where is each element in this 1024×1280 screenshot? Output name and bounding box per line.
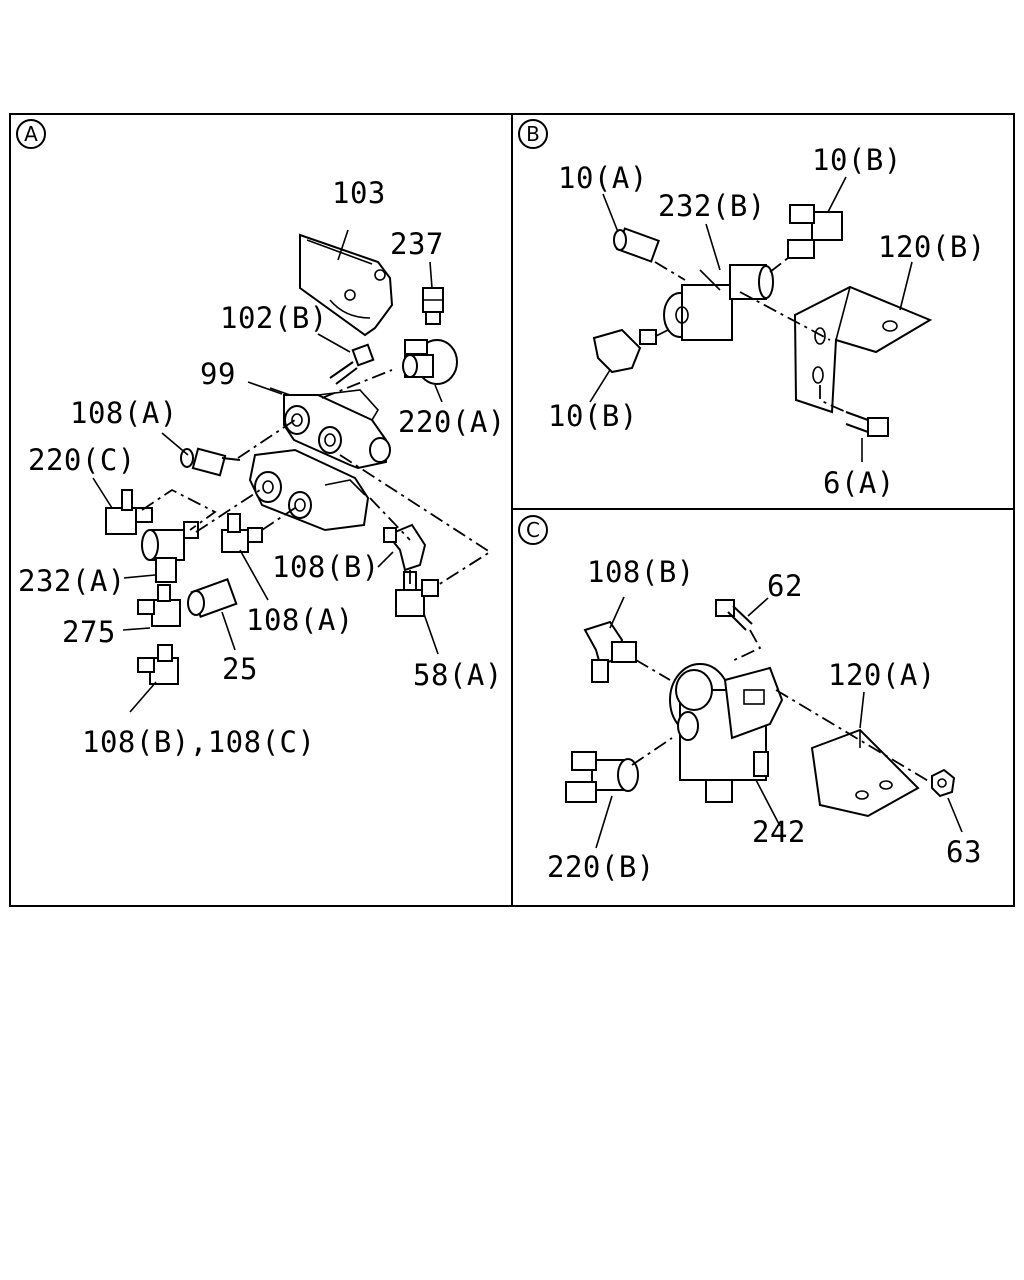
callout-108a-top: 108(A) (70, 396, 178, 430)
callout-120a: 120(A) (828, 658, 936, 692)
part-220c-elbow (105, 489, 153, 535)
section-a-leaders (92, 229, 492, 713)
callout-108bc: 108(B),108(C) (82, 725, 315, 759)
part-102b-bolt (329, 343, 375, 385)
section-a-marker: A (16, 119, 46, 149)
section-a: A (16, 119, 506, 759)
part-108b-elbow-c (583, 620, 637, 683)
part-120a-bracket (810, 728, 920, 818)
callout-237: 237 (390, 227, 444, 261)
callout-99: 99 (200, 357, 236, 391)
callout-108b-c: 108(B) (587, 555, 695, 589)
callout-10b-top: 10(B) (812, 143, 902, 177)
section-c-leaders (595, 596, 963, 849)
callout-232a: 232(A) (18, 564, 126, 598)
part-275-fitting (137, 584, 181, 627)
part-6a-bolt (845, 411, 889, 437)
callout-232b: 232(B) (658, 189, 766, 223)
diagram-frame (9, 113, 1015, 907)
part-220a-fitting (402, 339, 458, 385)
part-99-valve-upper (269, 387, 391, 470)
part-25-switch (187, 578, 238, 618)
section-c-marker: C (518, 515, 548, 545)
callout-6a: 6(A) (823, 466, 895, 500)
callout-220a: 220(A) (398, 405, 506, 439)
part-103-cover (299, 233, 394, 337)
part-242-valve (669, 663, 784, 803)
callout-63: 63 (946, 835, 982, 869)
callout-25: 25 (222, 652, 258, 686)
part-58a-elbow (395, 571, 439, 617)
section-b-marker: B (518, 119, 548, 149)
part-237-sensor (422, 287, 444, 325)
part-232a-tee (141, 521, 199, 583)
section-c-callouts: 108(B) 62 120(A) 242 220(B) 63 (547, 555, 982, 884)
section-b-callouts: 10(A) 232(B) 10(B) 120(B) 10(B) 6(A) (548, 143, 986, 500)
section-a-callouts: 103 237 102(B) 99 220(A) 108(A) 220(C) 2… (18, 176, 506, 759)
callout-275: 275 (62, 615, 116, 649)
part-220b-tee (565, 751, 639, 803)
callout-242: 242 (752, 815, 806, 849)
section-a-letter: A (24, 122, 38, 146)
part-10b-fitting-left (592, 328, 657, 374)
callout-102b: 102(B) (220, 301, 328, 335)
part-232b-valve (663, 264, 774, 341)
callout-108b: 108(B) (272, 550, 380, 584)
section-c: C (518, 515, 982, 884)
part-108bc-elbow (137, 644, 179, 685)
part-108b-elbow (383, 523, 427, 572)
callout-58a: 58(A) (413, 658, 503, 692)
section-b: B (518, 119, 986, 500)
callout-220c: 220(C) (28, 443, 136, 477)
part-63-nut (931, 768, 956, 798)
part-10a-fitting (613, 227, 660, 263)
callout-10a: 10(A) (558, 161, 648, 195)
callout-220b: 220(B) (547, 850, 655, 884)
part-108a-tee-mid (221, 513, 263, 553)
part-62-bolt (715, 599, 753, 631)
callout-10b-left: 10(B) (548, 399, 638, 433)
callout-108a-mid: 108(A) (246, 603, 354, 637)
section-c-letter: C (526, 518, 540, 542)
callout-103: 103 (332, 176, 386, 210)
callout-62: 62 (767, 569, 803, 603)
section-b-leaders (589, 176, 913, 462)
part-valve-lower (248, 448, 370, 532)
part-108a-elbow-top (180, 447, 241, 477)
part-10b-fitting-top (787, 204, 843, 259)
callout-120b: 120(B) (878, 230, 986, 264)
section-b-letter: B (526, 122, 540, 146)
part-120b-bracket (793, 285, 933, 414)
